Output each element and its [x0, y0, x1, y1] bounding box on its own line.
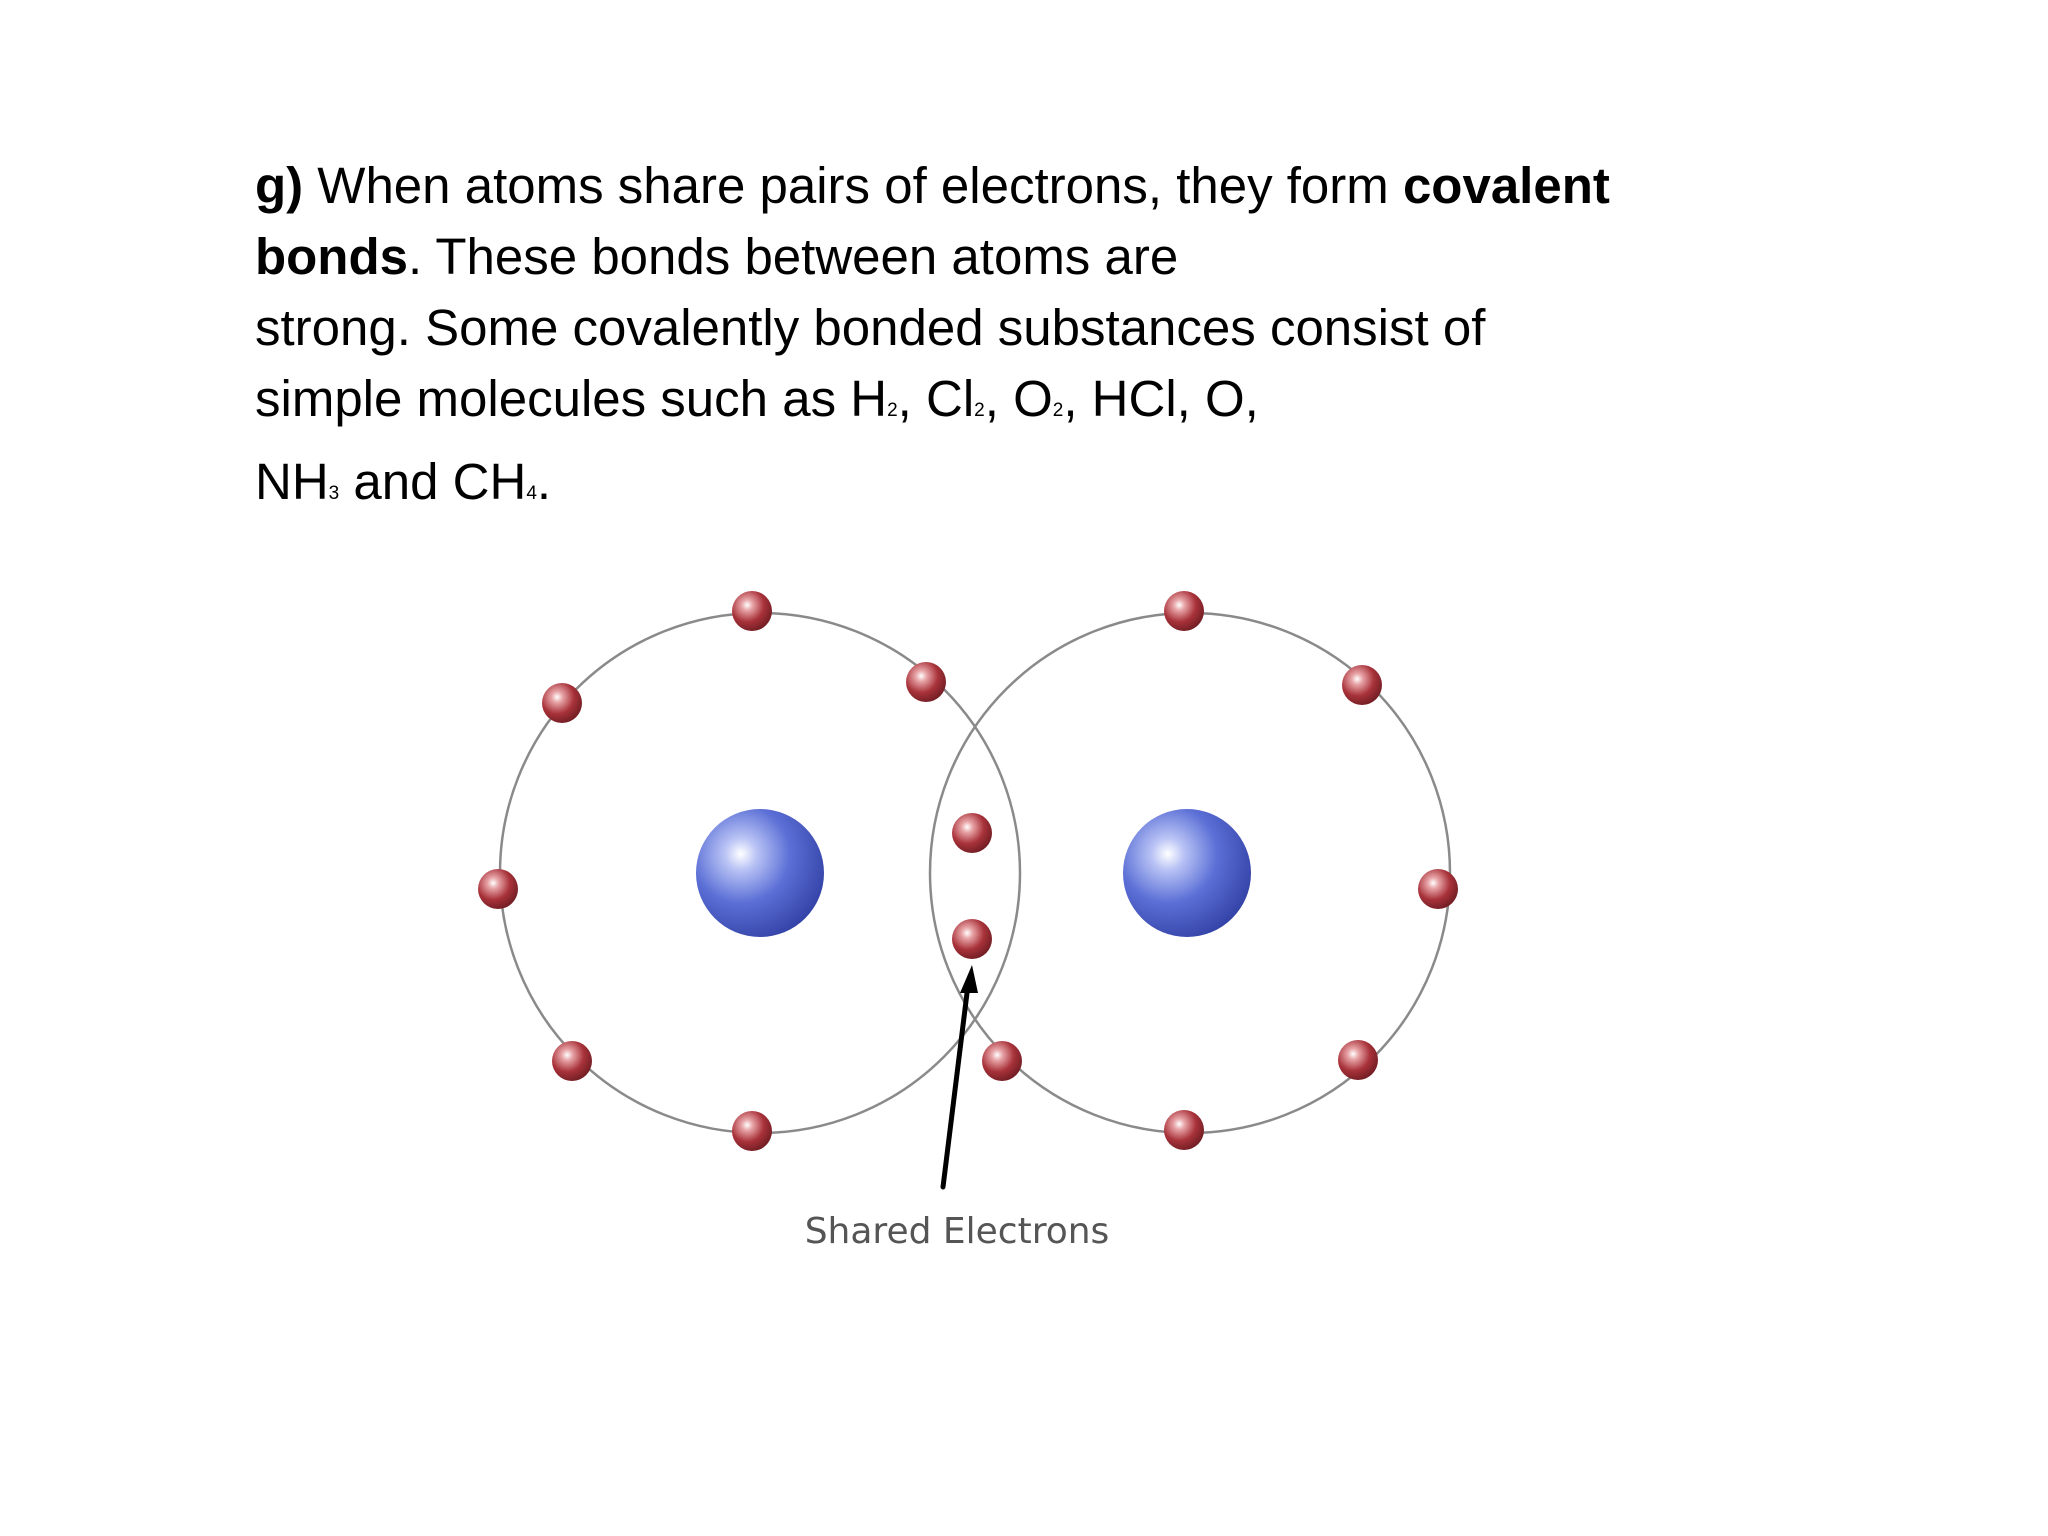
electron: [1342, 665, 1382, 705]
text-line-5: NH3 and CH4.: [255, 446, 1735, 529]
right-atom-electrons: [982, 591, 1458, 1150]
term-bonds: bonds: [255, 228, 408, 285]
subscript: 2: [887, 400, 898, 421]
text-run: , O: [984, 370, 1053, 427]
text-run: NH: [255, 453, 329, 510]
electron: [732, 591, 772, 631]
shared-electrons-caption: Shared Electrons: [805, 1211, 1110, 1252]
electron: [906, 662, 946, 702]
text-run: When atoms share pairs of electrons, the…: [303, 157, 1403, 214]
electron: [542, 683, 582, 723]
text-line-4: simple molecules such as H2, Cl2, O2, HC…: [255, 363, 1735, 446]
item-label: g): [255, 157, 304, 214]
electron: [732, 1111, 772, 1151]
electron: [552, 1041, 592, 1081]
text-run: , HCl, O,: [1063, 370, 1259, 427]
subscript: 3: [328, 483, 340, 504]
nucleus-left: [696, 809, 824, 937]
shared-electrons: [952, 813, 992, 959]
text-line-1: g) When atoms share pairs of electrons, …: [255, 150, 1735, 221]
text-run: simple molecules such as H: [255, 370, 888, 427]
text-line-2: bonds. These bonds between atoms are: [255, 221, 1735, 292]
electron: [1164, 591, 1204, 631]
text-run: . These bonds between atoms are: [407, 228, 1179, 285]
electron: [1418, 869, 1458, 909]
term-covalent: covalent: [1402, 157, 1610, 214]
electron: [478, 869, 518, 909]
subscript: 2: [974, 400, 985, 421]
paragraph-text: g) When atoms share pairs of electrons, …: [255, 150, 1735, 529]
shared-electron: [952, 919, 992, 959]
text-run: and CH: [339, 453, 527, 510]
subscript: 2: [1052, 400, 1064, 421]
shared-electron: [952, 813, 992, 853]
nucleus-right: [1123, 809, 1251, 937]
pointer-arrow: [940, 965, 978, 1190]
text-line-3: strong. Some covalently bonded substance…: [255, 299, 1486, 356]
text-run: , Cl: [897, 370, 975, 427]
left-atom-electrons: [478, 591, 946, 1151]
subscript: 4: [526, 483, 537, 504]
electron: [982, 1041, 1022, 1081]
covalent-bond-diagram: Shared Electrons: [478, 591, 1458, 1252]
electron: [1164, 1110, 1204, 1150]
text-run: .: [536, 453, 552, 510]
electron: [1338, 1040, 1378, 1080]
